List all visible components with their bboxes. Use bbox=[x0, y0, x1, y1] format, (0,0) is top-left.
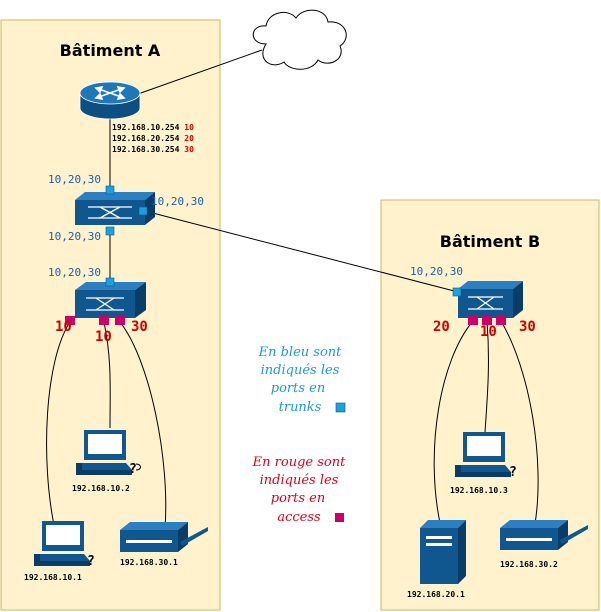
svg-text:192.168.20.254 20: 192.168.20.254 20 bbox=[112, 134, 194, 143]
switch-2-access-label-1: 10 bbox=[55, 319, 72, 335]
printer-icon bbox=[120, 522, 208, 552]
pc-b-1-cursor: ? bbox=[509, 465, 517, 480]
switch-1-trunk-top-label: 10,20,30 bbox=[48, 173, 101, 186]
router-ip-list: 192.168.10.254 10 192.168.20.254 20 192.… bbox=[112, 123, 194, 154]
switch-2-access-label-3: 30 bbox=[131, 319, 148, 335]
pc-a-2-cursor: ? bbox=[87, 554, 95, 569]
printer-b-ip: 192.168.30.2 bbox=[500, 560, 558, 569]
svg-text:En bleu sont: En bleu sont bbox=[258, 345, 343, 360]
legend-access: En rouge sont indiqués les ports en acce… bbox=[252, 455, 346, 525]
svg-text:trunks: trunks bbox=[279, 400, 322, 415]
printer-a-ip: 192.168.30.1 bbox=[120, 558, 178, 567]
svg-text:192.168.30.254 30: 192.168.30.254 30 bbox=[112, 145, 194, 154]
trunk-port bbox=[105, 185, 115, 195]
router-vlan-2: 20 bbox=[184, 134, 194, 143]
switch-1-trunk-right-label: 10,20,30 bbox=[151, 195, 204, 208]
printer-icon bbox=[500, 520, 588, 550]
building-b-title: Bâtiment B bbox=[440, 232, 540, 251]
pc-icon bbox=[34, 521, 90, 566]
access-port bbox=[482, 316, 492, 325]
router-vlan-3: 30 bbox=[184, 145, 194, 154]
switch-3-access-label-3: 30 bbox=[519, 319, 536, 335]
pc-a-2-ip: 192.168.10.1 bbox=[24, 573, 82, 582]
access-port bbox=[496, 316, 506, 325]
switch-2-access-label-2: 10 bbox=[95, 329, 112, 345]
router-vlan-1: 10 bbox=[184, 123, 194, 132]
router-ip-2: 192.168.20.254 bbox=[112, 134, 180, 143]
pc-b-1-ip: 192.168.10.3 bbox=[450, 486, 508, 495]
legend-trunk: En bleu sont indiqués les ports en trunk… bbox=[258, 345, 346, 415]
access-port bbox=[65, 316, 75, 325]
link-sw2-printer-a bbox=[119, 321, 167, 529]
switch-2-icon bbox=[75, 282, 146, 318]
router-icon bbox=[79, 81, 141, 120]
access-legend-swatch bbox=[335, 513, 344, 522]
building-a-title: Bâtiment A bbox=[60, 41, 161, 60]
links bbox=[46, 49, 539, 531]
cloud-icon bbox=[252, 9, 347, 70]
pc-icon bbox=[455, 432, 511, 477]
trunk-port bbox=[138, 206, 148, 216]
switch-1-trunk-bottom-label: 10,20,30 bbox=[48, 230, 101, 243]
link-sw3-printer-b bbox=[500, 320, 539, 525]
link-switch1-switch3 bbox=[144, 210, 459, 293]
svg-text:192.168.10.254 10: 192.168.10.254 10 bbox=[112, 123, 194, 132]
pc-icon bbox=[76, 430, 141, 475]
svg-text:ports en: ports en bbox=[271, 491, 325, 506]
link-sw2-pc-a-1 bbox=[103, 321, 111, 429]
trunk-port bbox=[452, 287, 462, 297]
trunk-port bbox=[105, 277, 115, 287]
svg-text:access: access bbox=[277, 510, 321, 525]
building-b-area bbox=[380, 199, 600, 611]
link-sw2-pc-a-2 bbox=[46, 321, 71, 531]
switch-1-icon bbox=[75, 192, 155, 225]
pc-a-1-cursor: ? bbox=[129, 462, 137, 477]
switch-3-trunk-top-label: 10,20,30 bbox=[410, 265, 463, 278]
trunk-legend-swatch bbox=[335, 402, 346, 413]
link-sw3-pc-b-1 bbox=[484, 320, 489, 433]
switch-3-icon bbox=[458, 281, 523, 318]
server-b-ip: 192.168.20.1 bbox=[407, 590, 465, 599]
access-port bbox=[468, 316, 478, 325]
link-router-cloud bbox=[137, 49, 263, 95]
svg-text:En rouge sont: En rouge sont bbox=[252, 455, 346, 470]
svg-text:indiqués les: indiqués les bbox=[260, 473, 339, 488]
switch-3-access-label-2: 10 bbox=[480, 324, 497, 340]
trunk-port bbox=[105, 226, 115, 236]
access-port bbox=[99, 316, 109, 325]
server-icon bbox=[420, 520, 466, 584]
svg-text:indiqués les: indiqués les bbox=[261, 363, 340, 378]
access-port bbox=[115, 316, 125, 325]
switch-2-trunk-top-label: 10,20,30 bbox=[48, 266, 101, 279]
link-sw3-server-b bbox=[433, 320, 474, 524]
svg-text:ports en: ports en bbox=[271, 381, 325, 396]
pc-a-1-ip: 192.168.10.2 bbox=[72, 484, 130, 493]
router-ip-3: 192.168.30.254 bbox=[112, 145, 180, 154]
switch-3-access-label-1: 20 bbox=[433, 319, 450, 335]
router-ip-1: 192.168.10.254 bbox=[112, 123, 180, 132]
